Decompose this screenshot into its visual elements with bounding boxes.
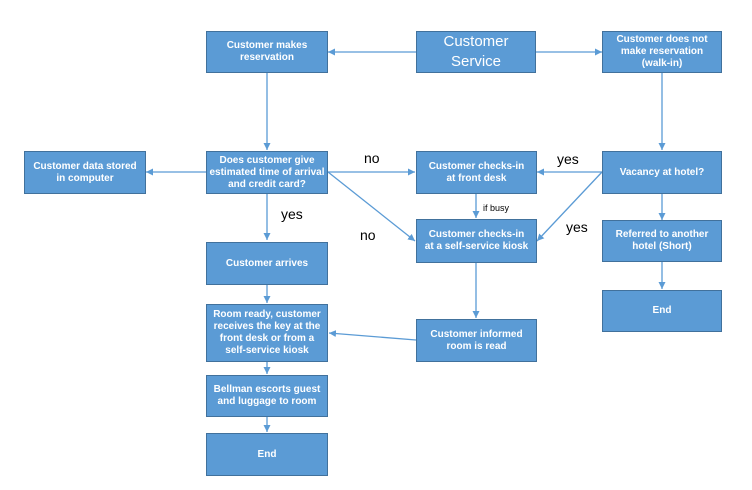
- node-end-right: End: [602, 290, 722, 332]
- edge-label-yes-kiosk: yes: [566, 219, 588, 235]
- node-give-eta-decision: Does customer give estimated time of arr…: [206, 151, 328, 194]
- arrow-vacancy-to-kiosk: [536, 171, 603, 242]
- node-end-bottom: End: [206, 433, 328, 476]
- edge-label-if-busy: if busy: [483, 203, 510, 213]
- node-customer-arrives: Customer arrives: [206, 242, 328, 285]
- node-checkin-kiosk: Customer checks-in at a self-service kio…: [416, 219, 537, 263]
- node-customer-informed: Customer informed room is read: [416, 319, 537, 362]
- node-checkin-front-desk: Customer checks-in at front desk: [416, 151, 537, 194]
- node-customer-no-reservation: Customer does not make reservation (walk…: [602, 31, 722, 73]
- node-customer-makes-reservation: Customer makes reservation: [206, 31, 328, 73]
- node-customer-data-stored: Customer data stored in computer: [24, 151, 146, 194]
- node-room-ready: Room ready, customer receives the key at…: [206, 304, 328, 362]
- arrow-informed-to-roomready: [328, 330, 417, 341]
- node-bellman-escorts: Bellman escorts guest and luggage to roo…: [206, 375, 328, 417]
- node-vacancy-decision: Vacancy at hotel?: [602, 151, 722, 194]
- arrow-eta-to-kiosk: [327, 171, 416, 242]
- node-referred-another-hotel: Referred to another hotel (Short): [602, 220, 722, 262]
- edge-label-no-front-desk: no: [364, 150, 380, 166]
- edge-label-yes-arrives: yes: [281, 206, 303, 222]
- edge-label-yes-front-desk: yes: [557, 151, 579, 167]
- edge-label-no-kiosk: no: [360, 227, 376, 243]
- node-customer-service: Customer Service: [416, 31, 536, 73]
